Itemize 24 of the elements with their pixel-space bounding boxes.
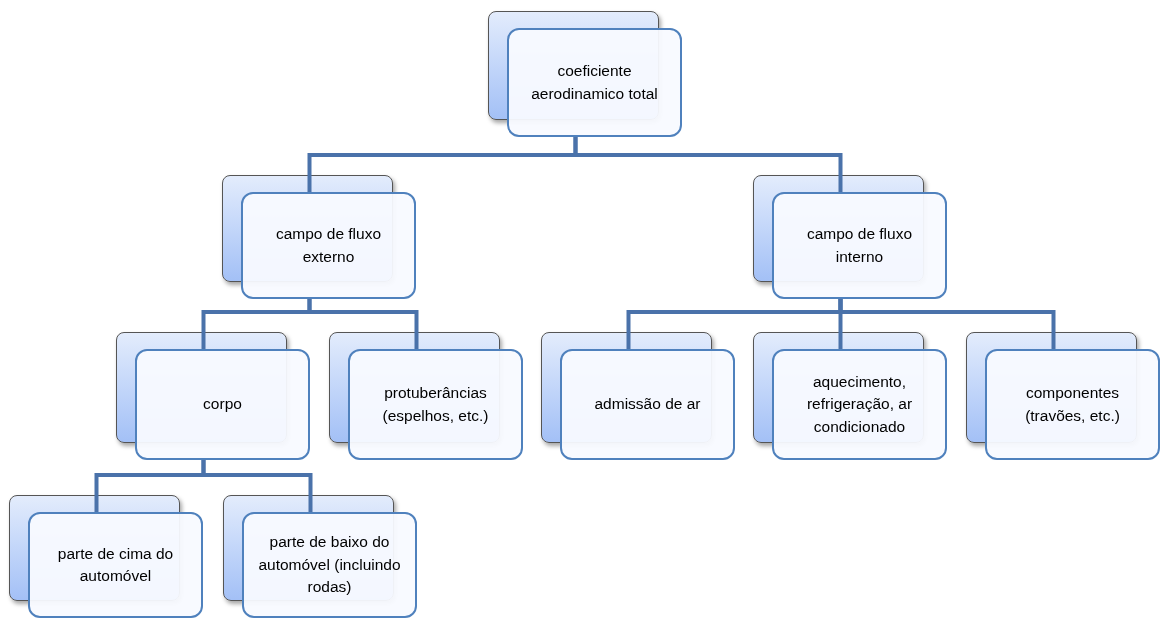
connector-line: [573, 137, 843, 192]
box-label: admissão de ar: [594, 394, 701, 415]
box-label: parte de baixo do automóvel (incluindo rodas): [257, 532, 402, 598]
connector-line: [201, 460, 313, 512]
box-label: campo de fluxo externo: [274, 224, 383, 267]
box-label: componentes (travões, etc.): [1024, 383, 1121, 426]
process-box: [985, 349, 1160, 460]
process-box: [348, 349, 523, 460]
process-box: [241, 192, 416, 299]
box-label: parte de cima do automóvel: [56, 543, 175, 586]
connector-line: [838, 299, 1056, 349]
process-box: [135, 349, 310, 460]
process-box: [28, 512, 203, 618]
process-box: [507, 28, 682, 137]
connector-line: [307, 299, 419, 349]
box-label: coeficiente aerodinamico total: [530, 61, 659, 104]
process-box: [560, 349, 735, 460]
process-box: [242, 512, 417, 618]
box-label: corpo: [203, 394, 242, 415]
box-label: aquecimento, refrigeração, ar condicionado: [805, 371, 914, 437]
box-label: campo de fluxo interno: [805, 224, 914, 267]
box-label: protuberâncias (espelhos, etc.): [381, 383, 490, 426]
process-box: [772, 349, 947, 460]
process-box: [772, 192, 947, 299]
